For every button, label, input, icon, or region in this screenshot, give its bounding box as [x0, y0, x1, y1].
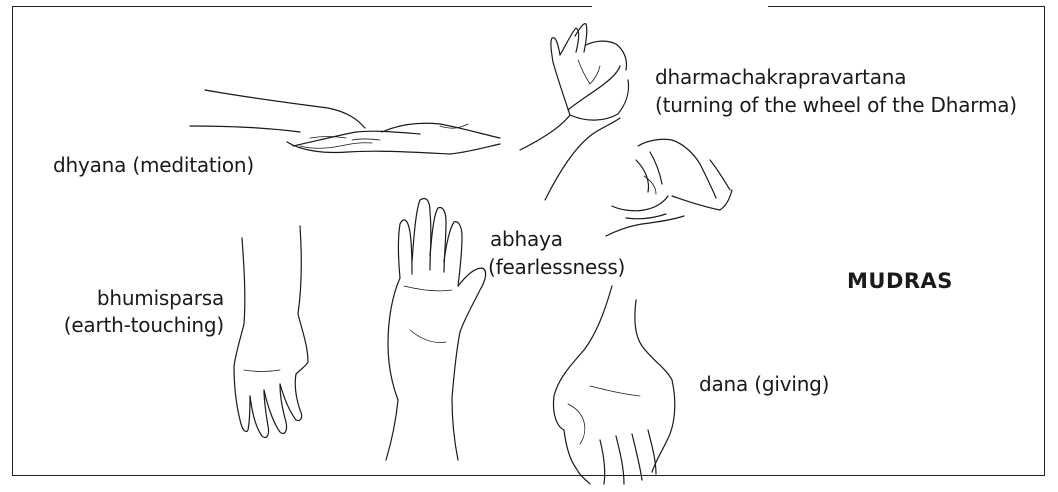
bhumisparsa-hand-drawing	[234, 226, 308, 438]
dhyana-hands-drawing	[190, 90, 500, 154]
figure-title: MUDRAS	[847, 269, 953, 293]
abhaya-hand-drawing	[386, 199, 486, 461]
dharmachakra-label: dharmachakrapravartana	[655, 65, 906, 90]
dharmachakra-sublabel: (turning of the wheel of the Dharma)	[655, 93, 1017, 118]
dharmachakra-lower-hand-drawing	[606, 139, 732, 236]
dhyana-label: dhyana (meditation)	[53, 153, 254, 178]
abhaya-sublabel: (fearlessness)	[488, 255, 625, 280]
bhumisparsa-sublabel: (earth-touching)	[40, 313, 224, 338]
dharmachakra-upper-hand-drawing	[520, 24, 629, 200]
abhaya-label: abhaya	[490, 227, 563, 252]
bhumisparsa-label: bhumisparsa	[40, 286, 224, 311]
dana-label: dana (giving)	[699, 372, 829, 397]
dana-hand-drawing	[553, 286, 674, 484]
